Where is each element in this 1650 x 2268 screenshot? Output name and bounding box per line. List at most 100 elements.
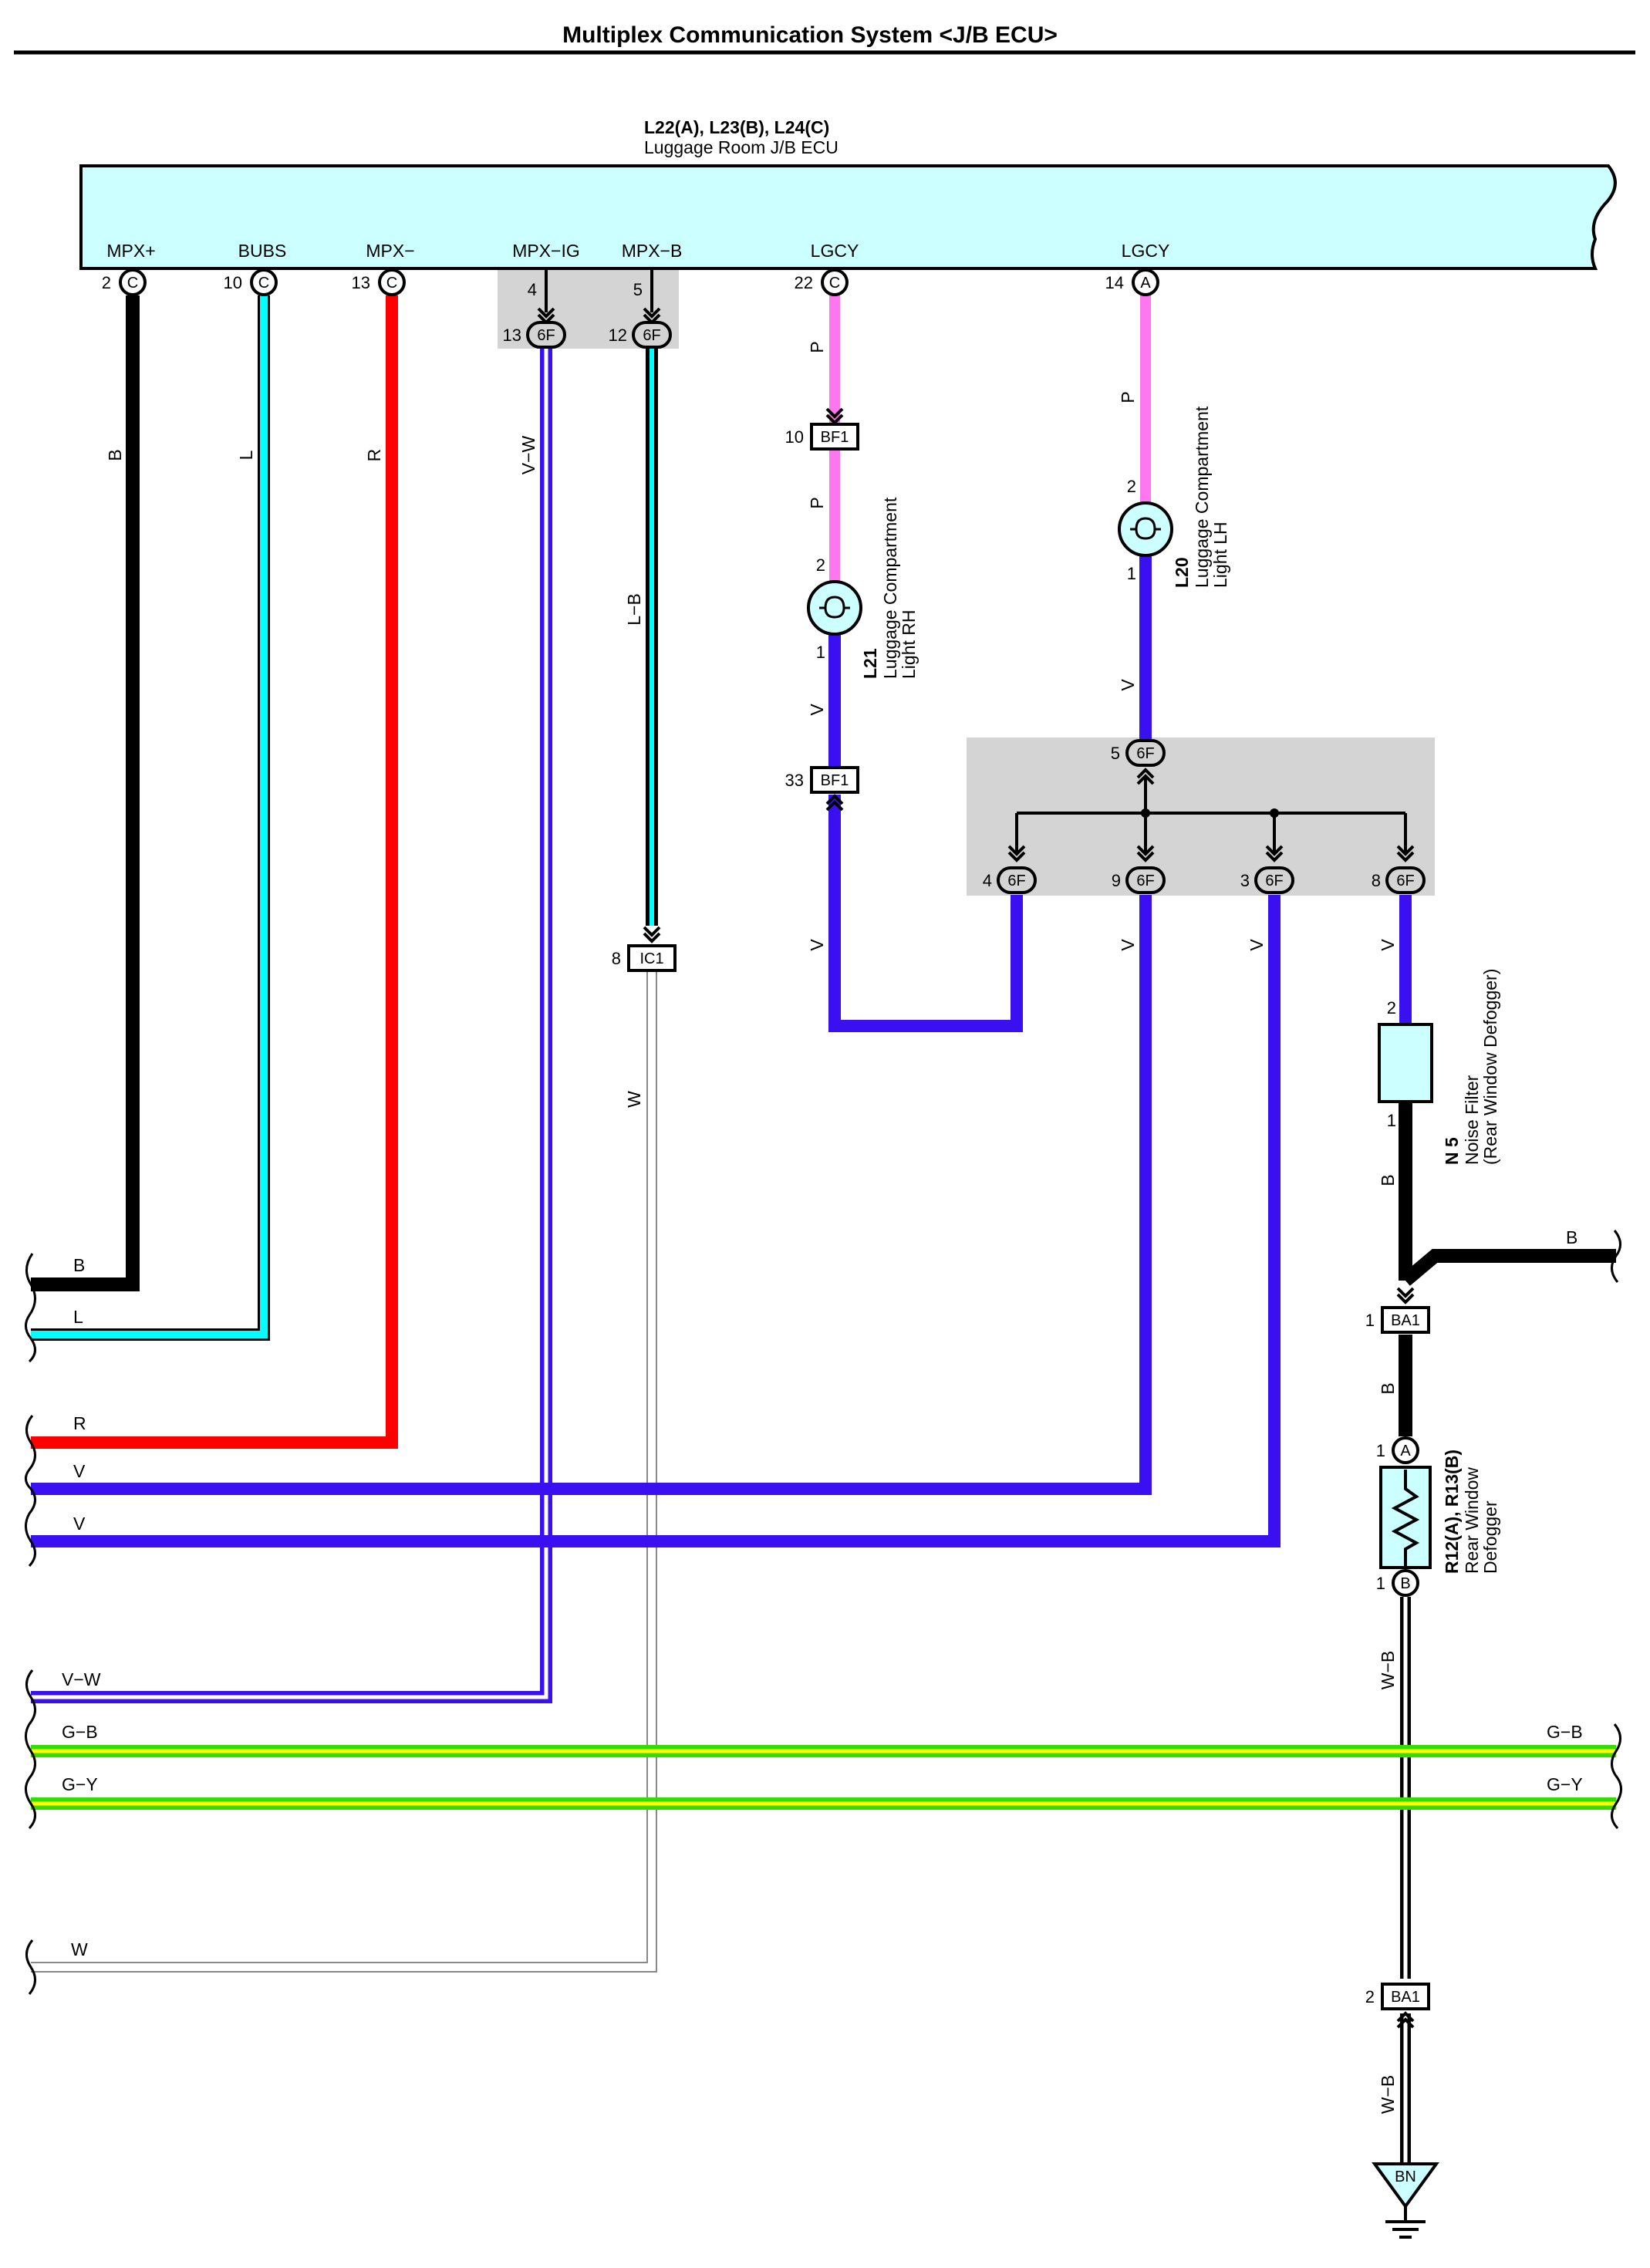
wire-b-right [1401, 1249, 1616, 1286]
wire-mpx-ig-stripe [31, 349, 548, 1699]
terminal-lgcy-c-name: LGCY [811, 241, 859, 261]
break-left-1 [25, 1253, 36, 1363]
conn-6f-8 [1385, 866, 1426, 894]
wire-out3 [31, 895, 1281, 1547]
conn-ba1-top-group: BA1 1 [1365, 1287, 1430, 1334]
conn-bf1-bottom-label: BF1 [821, 772, 849, 789]
l20-name-1: Luggage Compartment [1192, 406, 1212, 588]
break-right-1 [1611, 1230, 1621, 1283]
terminal-mpx-b-name: MPX−B [622, 241, 683, 261]
wl-n5-out: B [1378, 1174, 1398, 1186]
wire-labels: B L R V−W L−B W P P V P V V V V V B B W−… [105, 341, 1398, 2114]
wl-l21-out: V [807, 704, 827, 716]
wire-bf1-to-6f4 [828, 795, 1023, 1032]
pin-num-mpx-b-in: 5 [633, 280, 643, 299]
pin-conn-bubs: C [258, 275, 269, 292]
edge-labels-right: B G−B G−Y [1547, 1227, 1583, 1794]
splice-dot-1 [1141, 808, 1150, 818]
break-marks-right [1611, 1230, 1622, 1830]
r12-code: R12(A), R13(B) [1442, 1450, 1462, 1574]
edge-right-b: B [1566, 1227, 1577, 1247]
wl-mpx-minus: R [364, 449, 384, 462]
conn-bf1-top-group: BF1 10 [785, 407, 859, 451]
conn-6f-4-pin: 4 [983, 871, 992, 890]
wire-out9 [31, 895, 1152, 1495]
wl-bubs: L [236, 450, 256, 460]
wire-ic1-out-outer [31, 972, 657, 1973]
wl-ground-wire: W−B [1378, 2075, 1398, 2114]
edge-left-v2: V [73, 1514, 86, 1534]
wire-mpx-plus [31, 295, 140, 1291]
break-left-2 [25, 1415, 36, 1568]
wl-ic1-out: W [624, 1091, 644, 1108]
page-title: Multiplex Communication System <J/B ECU> [562, 22, 1058, 48]
wire-bubs [31, 295, 268, 1338]
conn-bf1-bottom-group: BF1 33 [785, 766, 859, 812]
conn-ba1-bottom-group: BA1 2 [1365, 1983, 1430, 2029]
conn-6f-12 [632, 321, 672, 349]
splice-dot-2 [1270, 808, 1279, 818]
conn-ic1-pin: 8 [612, 949, 621, 968]
conn-6f-12-pin: 12 [609, 326, 627, 345]
l21-code: L21 [860, 648, 880, 679]
pin-circle-lgcy-c [821, 268, 849, 296]
pin-num-lgcy-c: 22 [795, 273, 813, 292]
r12-name-1: Rear Window [1462, 1467, 1482, 1574]
n5-code: N 5 [1442, 1137, 1462, 1165]
conn-6f-5-pin: 5 [1111, 744, 1120, 763]
break-right-2 [1611, 1723, 1622, 1830]
conn-ba1-top [1381, 1306, 1430, 1334]
conn-6f-9-label: 6F [1136, 872, 1154, 889]
n5-name-1: Noise Filter [1462, 1075, 1482, 1165]
l21-pin-top: 2 [816, 555, 825, 575]
r12-pin-bottom: 1 [1376, 1574, 1385, 1593]
conn-6f-8-label: 6F [1396, 872, 1414, 889]
conn-6f-8-pin: 8 [1372, 871, 1381, 890]
conn-6f-13-label: 6F [537, 327, 555, 344]
terminal-mpx-minus-name: MPX− [366, 241, 414, 261]
ground-triangle-icon [1372, 2162, 1439, 2209]
ecu-code: L22(A), L23(B), L24(C) [644, 117, 829, 137]
wl-out3: V [1247, 939, 1267, 951]
edge-right-gy: G−Y [1547, 1774, 1583, 1794]
pin-conn-mpx-minus: C [386, 275, 397, 292]
conn-6f-9-pin: 9 [1112, 871, 1121, 890]
wl-out4: V [807, 939, 827, 951]
ecu-box [79, 164, 1617, 270]
conn-6f-12-label: 6F [643, 327, 660, 344]
r12-pin-top: 1 [1376, 1441, 1385, 1460]
conn-6f-5 [1125, 739, 1166, 767]
conn-ba1-bottom [1381, 1983, 1430, 2010]
r12-conn-bottom: B [1400, 1575, 1410, 1592]
pin-num-mpx-minus: 13 [352, 273, 370, 292]
terminal-bubs-name: BUBS [238, 241, 287, 261]
pin-circle-mpx-plus [119, 268, 147, 296]
wl-out9: V [1118, 939, 1138, 951]
pin-num-mpx-ig-in: 4 [528, 280, 537, 299]
n5-group: 2 1 N 5 Noise Filter (Rear Window Defogg… [1378, 969, 1500, 1165]
conn-bf1-top-label: BF1 [821, 429, 849, 446]
edge-right-gb: G−B [1547, 1722, 1583, 1742]
conn-6f-3 [1254, 866, 1294, 894]
ground-group: BN [1372, 2162, 1439, 2239]
conn-bf1-bottom [810, 766, 859, 794]
pin-conn-lgcy-a: A [1140, 275, 1151, 292]
pin-circle-bubs [250, 268, 278, 296]
pin-num-lgcy-a: 14 [1105, 273, 1124, 292]
l20-pin-top: 2 [1127, 477, 1136, 496]
terminal-mpx-ig-name: MPX−IG [512, 241, 580, 261]
edge-left-vw: V−W [62, 1669, 101, 1689]
edge-left-w: W [71, 1939, 88, 1959]
edge-labels-left: B L R V V V−W G−B G−Y W [62, 1255, 101, 1959]
wl-mpx-b: L−B [624, 593, 644, 626]
l20-pin-bottom: 1 [1127, 564, 1136, 583]
break-left-3 [25, 1669, 36, 1830]
ecu-name: Luggage Room J/B ECU [644, 137, 838, 157]
wl-lgcy-c-mid: P [807, 497, 827, 508]
l21-pin-bottom: 1 [816, 643, 825, 662]
r12-conn-top: A [1400, 1443, 1411, 1460]
pin-num-mpx-plus: 2 [102, 273, 111, 292]
n5-pin-bottom: 1 [1387, 1111, 1396, 1130]
l20-lamp-icon [1118, 501, 1173, 557]
